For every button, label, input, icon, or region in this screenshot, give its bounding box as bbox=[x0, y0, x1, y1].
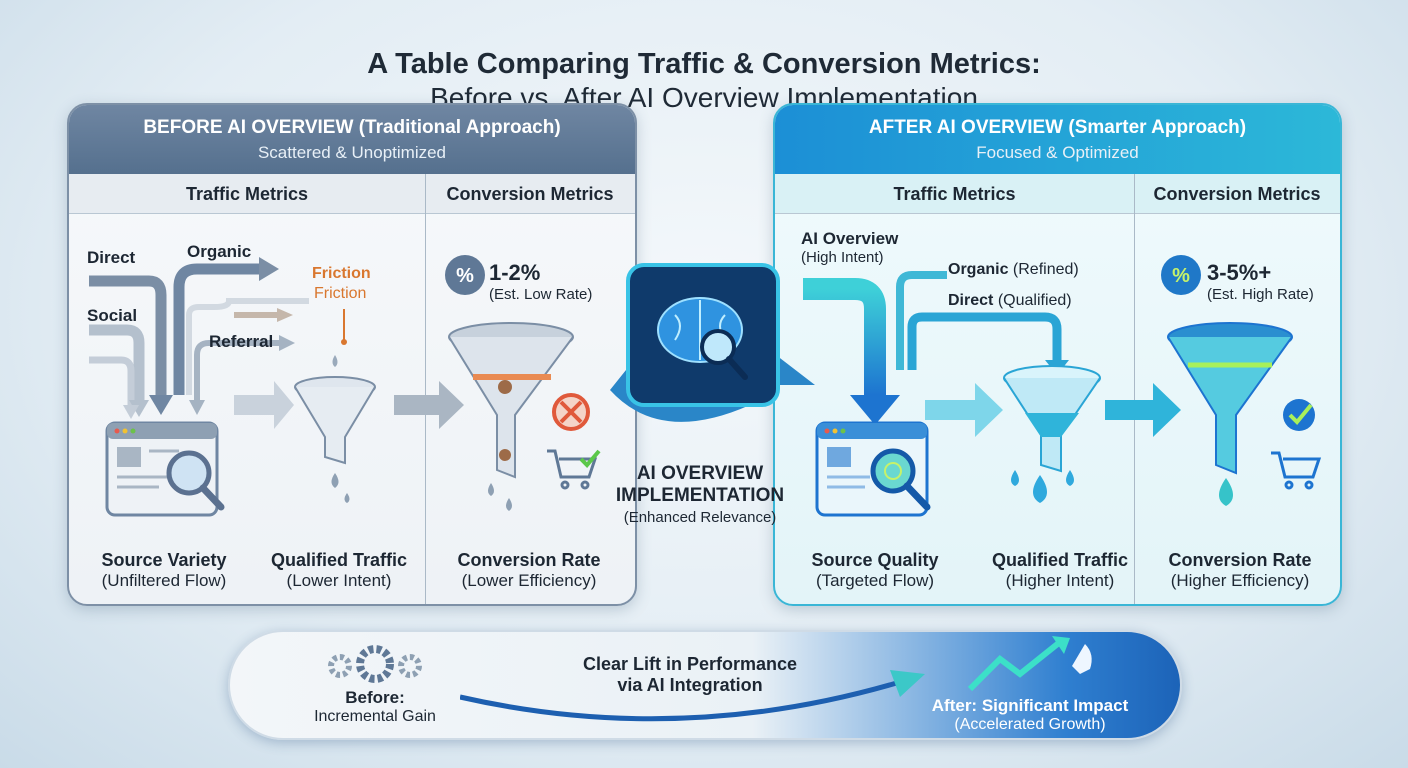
before-rate-note: (Est. Low Rate) bbox=[489, 286, 593, 303]
label-source-quality: Source Quality(Targeted Flow) bbox=[811, 550, 939, 590]
source-social: Social bbox=[87, 306, 138, 325]
after-col-conversion: Conversion Metrics bbox=[1134, 174, 1340, 214]
lift-curve-arrow bbox=[460, 670, 925, 722]
svg-text:%: % bbox=[456, 265, 474, 287]
before-col-traffic: Traffic Metrics bbox=[69, 174, 425, 214]
success-check-icon bbox=[1283, 399, 1315, 431]
after-rate: 3-5%+ bbox=[1207, 260, 1272, 285]
before-summary: Before: Incremental Gain bbox=[314, 688, 436, 725]
percent-badge-icon: % bbox=[445, 255, 485, 295]
after-rate-note: (Est. High Rate) bbox=[1207, 286, 1314, 303]
center-sub: (Enhanced Relevance) bbox=[623, 509, 777, 526]
friction-label-2: Friction bbox=[314, 285, 367, 302]
center-line-2: IMPLEMENTATION bbox=[615, 485, 785, 506]
glowing-funnel-icon bbox=[1167, 322, 1293, 506]
center-label: AI OVERVIEW IMPLEMENTATION (Enhanced Rel… bbox=[595, 463, 805, 526]
source-referral: Referral bbox=[209, 332, 274, 351]
organic-arrow bbox=[896, 271, 947, 370]
column-divider bbox=[1134, 174, 1135, 604]
shopping-cart-icon bbox=[1271, 451, 1322, 490]
flow-arrow bbox=[234, 381, 294, 429]
source-organic: Organic bbox=[187, 242, 252, 261]
flow-arrow bbox=[1105, 383, 1181, 437]
label-conversion-rate: Conversion Rate(Higher Efficiency) bbox=[1168, 550, 1312, 590]
before-rate: 1-2% bbox=[489, 260, 541, 285]
after-col-traffic: Traffic Metrics bbox=[775, 174, 1134, 214]
svg-text:%: % bbox=[1172, 265, 1190, 287]
before-flow-graphic: % bbox=[89, 255, 601, 517]
large-funnel-icon bbox=[448, 322, 574, 511]
direct-arrow bbox=[907, 312, 1062, 370]
growth-rocket-icon bbox=[967, 636, 1092, 692]
title-line-1: A Table Comparing Traffic & Conversion M… bbox=[367, 48, 1041, 80]
flow-arrow bbox=[394, 381, 464, 429]
source-ai-overview: AI Overview bbox=[801, 229, 899, 248]
arrow-heads bbox=[123, 257, 295, 419]
before-panel: BEFORE AI OVERVIEW (Traditional Approach… bbox=[67, 103, 637, 606]
ai-brain-transition-graphic bbox=[610, 263, 815, 422]
gears-icon bbox=[328, 645, 422, 683]
source-organic: Organic (Refined) bbox=[948, 261, 1079, 278]
after-header: AFTER AI OVERVIEW (Smarter Approach) Foc… bbox=[775, 105, 1340, 174]
center-line-1: AI OVERVIEW bbox=[636, 463, 764, 484]
source-direct: Direct bbox=[87, 248, 136, 267]
friction-label: Friction bbox=[312, 265, 371, 282]
magnifier-icon bbox=[700, 329, 748, 380]
flow-arrow bbox=[925, 383, 1003, 437]
label-qualified-traffic: Qualified Traffic(Lower Intent) bbox=[270, 550, 408, 590]
ai-overview-arrow bbox=[803, 278, 886, 395]
after-heading: AFTER AI OVERVIEW (Smarter Approach) bbox=[868, 117, 1247, 138]
label-conversion-rate: Conversion Rate(Lower Efficiency) bbox=[457, 550, 601, 590]
after-panel: AFTER AI OVERVIEW (Smarter Approach) Foc… bbox=[773, 103, 1342, 606]
cancel-x-icon bbox=[552, 393, 590, 431]
before-header: BEFORE AI OVERVIEW (Traditional Approach… bbox=[69, 105, 635, 174]
column-divider bbox=[425, 174, 426, 604]
browser-search-icon bbox=[105, 421, 225, 517]
label-source-variety: Source Variety(Unfiltered Flow) bbox=[101, 550, 227, 590]
source-arrows bbox=[89, 263, 309, 405]
cart-check-icon bbox=[547, 449, 601, 490]
percent-badge-icon: % bbox=[1161, 255, 1201, 295]
after-flow-graphic: % bbox=[803, 255, 1322, 517]
after-summary: After: Significant Impact (Accelerated G… bbox=[931, 696, 1129, 733]
label-qualified-traffic: Qualified Traffic(Higher Intent) bbox=[991, 550, 1129, 590]
friction-dot bbox=[341, 339, 347, 345]
refined-funnel-icon bbox=[1003, 365, 1101, 503]
source-ai-note: (High Intent) bbox=[801, 249, 884, 266]
performance-summary-bar: Before: Incremental Gain Clear Lift in P… bbox=[228, 630, 1182, 740]
before-heading: BEFORE AI OVERVIEW (Traditional Approach… bbox=[143, 117, 561, 138]
before-subheading: Scattered & Unoptimized bbox=[257, 143, 447, 162]
after-subheading: Focused & Optimized bbox=[976, 143, 1139, 162]
source-direct: Direct (Qualified) bbox=[948, 292, 1072, 309]
arrow-head bbox=[850, 395, 900, 425]
targeted-browser-icon bbox=[815, 421, 931, 517]
small-funnel-icon bbox=[294, 355, 376, 503]
before-col-conversion: Conversion Metrics bbox=[425, 174, 635, 214]
